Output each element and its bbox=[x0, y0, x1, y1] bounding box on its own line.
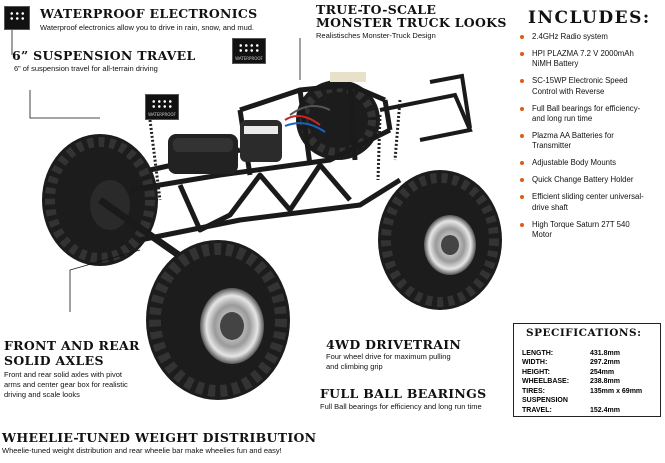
wheelie-desc: Wheelie-tuned weight distribution and re… bbox=[2, 446, 282, 455]
axles-desc-2: arms and center gear box for realistic bbox=[4, 380, 128, 389]
specifications-table: LENGTH:431.8mm WIDTH:297.2mm HEIGHT:254m… bbox=[522, 349, 656, 415]
includes-list: 2.4GHz Radio system HPI PLAZMA 7.2 V 200… bbox=[518, 32, 664, 247]
list-item: Adjustable Body Mounts bbox=[518, 158, 664, 168]
waterproof-badge-icon: WATERPROOF bbox=[232, 38, 266, 64]
list-item: 2.4GHz Radio system bbox=[518, 32, 664, 42]
suspension-desc: 6” of suspension travel for all-terrain … bbox=[14, 64, 158, 73]
front-right-tire bbox=[146, 240, 290, 400]
axles-title-2: SOLID AXLES bbox=[4, 353, 104, 368]
badge-caption: WATERPROOF bbox=[235, 56, 263, 61]
axles-desc-1: Front and rear solid axles with pivot bbox=[4, 370, 122, 379]
callout-lines bbox=[11, 20, 301, 312]
bearings-desc: Full Ball bearings for efficiency and lo… bbox=[320, 402, 482, 411]
list-item: Quick Change Battery Holder bbox=[518, 175, 664, 185]
motor bbox=[240, 120, 282, 162]
wheelie-title: WHEELIE-TUNED WEIGHT DISTRIBUTION bbox=[2, 430, 317, 445]
bullet-icon bbox=[520, 35, 524, 39]
waterproof-badge-icon bbox=[4, 6, 30, 30]
table-row: TIRES:135mm x 69mm bbox=[522, 387, 643, 395]
wires bbox=[284, 72, 366, 133]
table-row: WHEELBASE:238.8mm bbox=[522, 378, 620, 386]
waterproof-desc: Waterproof electronics allow you to driv… bbox=[40, 23, 254, 32]
wheelie-bar bbox=[379, 73, 473, 142]
list-item: Full Ball bearings for efficiency-and lo… bbox=[518, 104, 664, 124]
bullet-icon bbox=[520, 222, 524, 227]
badge-caption: WATERPROOF bbox=[148, 112, 176, 117]
truck-looks-desc: Realistisches Monster-Truck Design bbox=[316, 31, 436, 40]
bullet-icon bbox=[520, 79, 524, 84]
drivetrain-desc-2: and climbing grip bbox=[326, 362, 383, 371]
table-row: WIDTH:297.2mm bbox=[522, 359, 620, 367]
bearings-title: FULL BALL BEARINGS bbox=[320, 386, 487, 401]
bullet-icon bbox=[520, 195, 524, 200]
axles-title-1: FRONT AND REAR bbox=[4, 338, 140, 353]
specifications-title: SPECIFICATIONS: bbox=[526, 327, 642, 339]
shock-absorbers bbox=[148, 99, 402, 201]
table-row: SUSPENSION bbox=[522, 397, 568, 405]
bullet-icon bbox=[520, 52, 524, 57]
electronics-box bbox=[168, 134, 238, 174]
truck-looks-title-2: MONSTER TRUCK LOOKS bbox=[316, 15, 507, 30]
bullet-icon bbox=[520, 178, 524, 183]
drivetrain-title: 4WD DRIVETRAIN bbox=[326, 337, 462, 352]
bullet-icon bbox=[520, 106, 524, 111]
bullet-icon bbox=[520, 161, 524, 166]
truck-looks-title-1: TRUE-TO-SCALE bbox=[316, 2, 437, 17]
table-row: HEIGHT:254mm bbox=[522, 368, 615, 376]
rear-right-tire bbox=[378, 170, 502, 310]
table-row: LENGTH:431.8mm bbox=[522, 350, 620, 357]
bullet-icon bbox=[520, 133, 524, 138]
list-item: Efficient sliding center universal-drive… bbox=[518, 192, 664, 212]
axles-desc-3: driving and scale looks bbox=[4, 390, 80, 399]
table-row: TRAVEL:152.4mm bbox=[522, 406, 620, 414]
drivetrain-desc-1: Four wheel drive for maximum pulling bbox=[326, 352, 451, 361]
waterproof-badge-icon: WATERPROOF bbox=[145, 94, 179, 120]
specifications-box: SPECIFICATIONS: LENGTH:431.8mm WIDTH:297… bbox=[513, 323, 661, 417]
suspension-title: 6” SUSPENSION TRAVEL bbox=[12, 48, 196, 63]
includes-title: INCLUDES: bbox=[528, 8, 651, 28]
waterproof-title: WATERPROOF ELECTRONICS bbox=[40, 6, 258, 21]
